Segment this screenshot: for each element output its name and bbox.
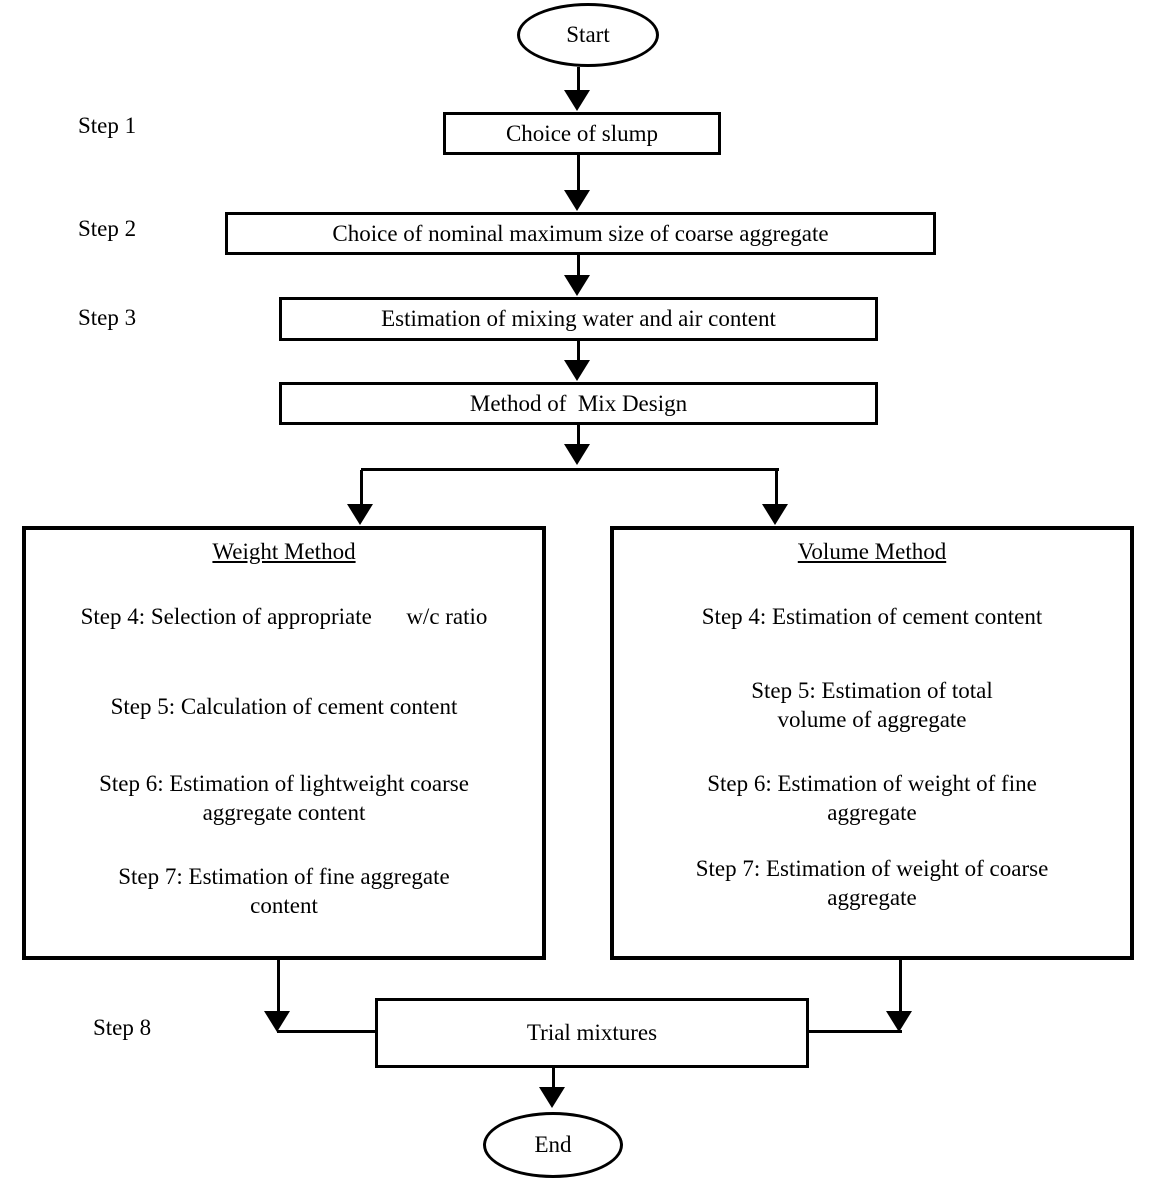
process-box-nominal-max-size: Choice of nominal maximum size of coarse…: [225, 212, 936, 255]
connector-line: [577, 255, 580, 277]
connector-line: [577, 67, 580, 91]
connector-line: [775, 470, 778, 505]
arrowhead-down-icon: [564, 190, 590, 211]
process-box-mixing-water-air: Estimation of mixing water and air conte…: [279, 297, 878, 341]
connector-line: [360, 470, 363, 505]
arrowhead-down-icon: [564, 90, 590, 111]
arrowhead-down-icon: [264, 1011, 290, 1032]
connector-line: [277, 958, 280, 1012]
connector-line: [577, 425, 580, 445]
arrowhead-down-icon: [539, 1087, 565, 1108]
weight-method-box: [22, 526, 546, 960]
volume-step-7: Step 7: Estimation of weight of coarse a…: [695, 856, 1049, 910]
process-box-method-of-mix-design: Method of Mix Design: [279, 382, 878, 425]
connector-line: [552, 1068, 555, 1088]
end-terminator: End: [483, 1112, 623, 1178]
weight-method-title: Weight Method: [212, 539, 356, 564]
process-box-choice-of-slump: Choice of slump: [443, 112, 721, 155]
arrowhead-down-icon: [886, 1011, 912, 1032]
weight-step-6: Step 6: Estimation of lightweight coarse…: [99, 771, 469, 825]
arrowhead-down-icon: [564, 360, 590, 381]
process-box-trial-mixtures: Trial mixtures: [375, 998, 809, 1068]
side-label-step-1: Step 1: [78, 113, 137, 138]
arrowhead-down-icon: [347, 504, 373, 525]
start-terminator: Start: [517, 3, 659, 67]
volume-method-box: [610, 526, 1134, 960]
connector-line: [577, 341, 580, 362]
branch-split-line: [361, 468, 779, 471]
volume-step-5: Step 5: Estimation of total volume of ag…: [751, 678, 993, 732]
weight-step-7: Step 7: Estimation of fine aggregate con…: [118, 864, 450, 918]
side-label-step-2: Step 2: [78, 216, 137, 241]
connector-line: [277, 1030, 377, 1033]
weight-step-4: Step 4: Selection of appropriate w/c rat…: [80, 604, 488, 629]
side-label-step-8: Step 8: [93, 1015, 152, 1040]
connector-line: [809, 1030, 902, 1033]
arrowhead-down-icon: [564, 275, 590, 296]
side-label-step-3: Step 3: [78, 305, 137, 330]
volume-step-6: Step 6: Estimation of weight of fine agg…: [707, 771, 1037, 825]
arrowhead-down-icon: [564, 444, 590, 465]
connector-line: [577, 155, 580, 192]
volume-method-title: Volume Method: [797, 539, 947, 564]
arrowhead-down-icon: [762, 504, 788, 525]
connector-line: [899, 958, 902, 1012]
volume-step-4: Step 4: Estimation of cement content: [701, 604, 1043, 629]
weight-step-5: Step 5: Calculation of cement content: [110, 694, 458, 719]
